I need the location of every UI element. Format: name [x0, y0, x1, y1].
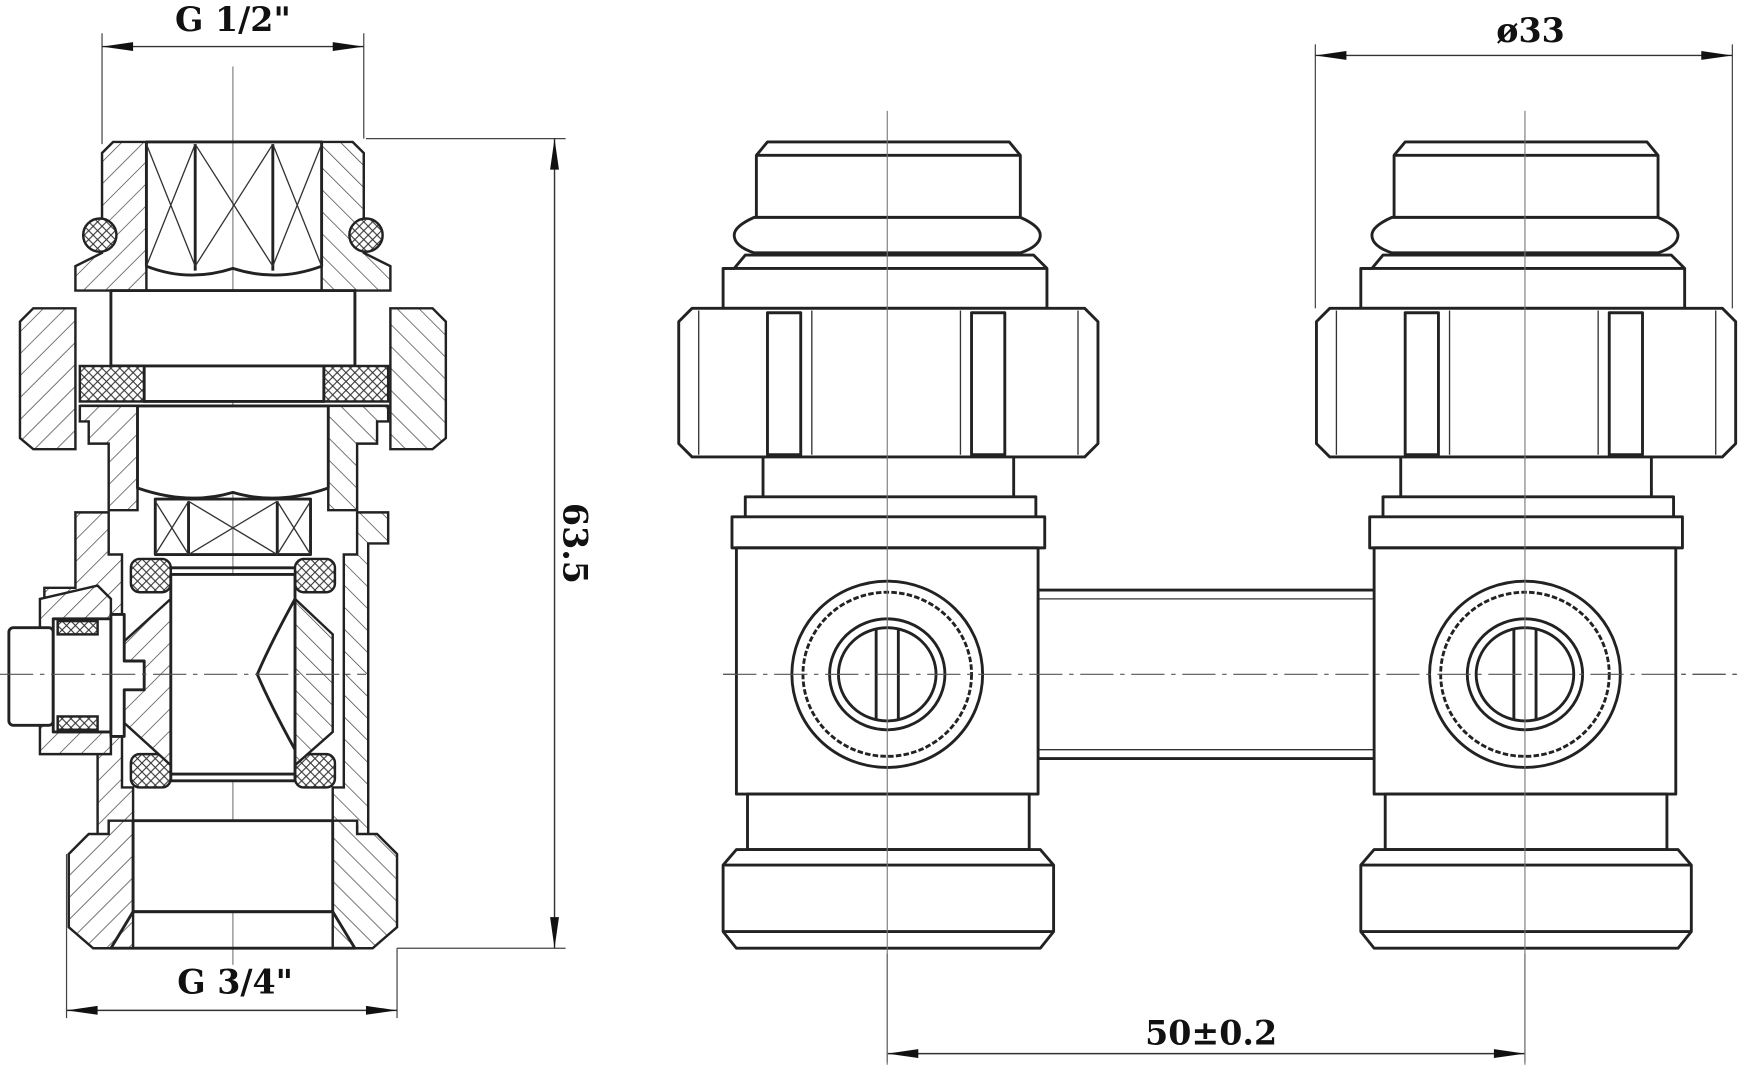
valve-body-left [677, 110, 1100, 1065]
stem-seal-bottom [56, 715, 99, 731]
arrow-icon [887, 1049, 919, 1059]
body-upper-right [327, 404, 390, 512]
chamber-middle [136, 404, 330, 500]
section-view: G 1/2" 63.5 G 3/4" [0, 0, 594, 1019]
arrow-icon [550, 917, 559, 949]
dimension-diameter: ø33 [1314, 11, 1733, 309]
arrow-icon [365, 1005, 398, 1015]
dimension-center-distance: 50±0.2 [886, 953, 1526, 1063]
o-ring-left [81, 217, 118, 253]
lower-hex-insert [153, 497, 312, 556]
seat-seal-top-left [129, 557, 173, 594]
arrow-icon [1701, 51, 1733, 60]
hex-insert [144, 140, 324, 277]
arrow-icon [102, 42, 134, 52]
arrow-icon [1493, 1049, 1525, 1059]
gasket-left [78, 364, 146, 403]
label-bottom-thread: G 3/4" [177, 963, 293, 1002]
body-wall-right [331, 511, 390, 845]
arrow-icon [332, 42, 364, 52]
valve-body-right [1315, 110, 1738, 1065]
stem-cap [7, 626, 55, 727]
outlet-bore [131, 819, 335, 914]
nut-flat-right [970, 311, 1007, 457]
label-top-thread: G 1/2" [175, 0, 291, 39]
front-view: ø33 50±0.2 [677, 11, 1739, 1065]
dimension-top-thread: G 1/2" [101, 0, 365, 145]
label-diameter: ø33 [1496, 11, 1564, 50]
chamber-upper [109, 289, 357, 368]
collar [721, 253, 1049, 310]
arrow-icon [550, 138, 559, 170]
nut-flat-left [766, 311, 803, 457]
union-nut-left [18, 307, 77, 451]
o-ring-right [348, 217, 384, 253]
union-nut-right [389, 307, 448, 451]
gasket-bore [142, 364, 326, 403]
collar [1359, 253, 1687, 310]
gasket-right [322, 364, 390, 403]
dimension-bottom-thread: G 3/4" [65, 853, 398, 1019]
label-height: 63.5 [555, 503, 594, 584]
valve-ball [120, 566, 334, 783]
union-nut [1315, 306, 1738, 459]
arrow-icon [66, 1005, 98, 1015]
stem-seal-top [56, 619, 99, 636]
nut-flat-left [1403, 311, 1440, 457]
dimension-height: 63.5 [365, 138, 594, 949]
body-upper-left [78, 404, 139, 512]
label-center-distance: 50±0.2 [1145, 1014, 1277, 1053]
arrow-icon [1315, 51, 1347, 60]
nut-flat-right [1607, 311, 1644, 457]
stem-assembly [7, 584, 146, 756]
seat-seal-top-right [293, 557, 337, 594]
union-nut [677, 306, 1100, 459]
